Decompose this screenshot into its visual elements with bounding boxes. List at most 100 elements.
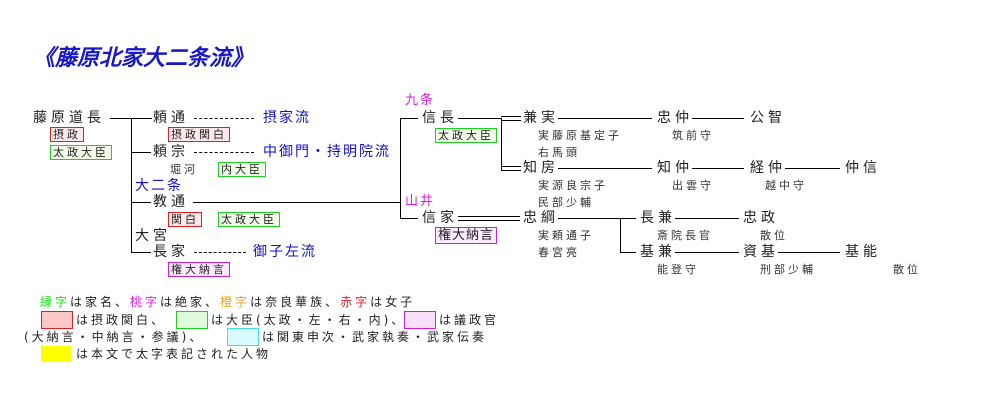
person-yorimichi: 頼通 xyxy=(153,110,189,126)
line xyxy=(558,168,652,169)
line xyxy=(131,252,151,253)
line xyxy=(458,216,520,217)
legend-orange-text: 橙字 xyxy=(220,295,251,309)
legend-text: (大納言・中納言・参議)、 xyxy=(24,330,205,344)
line xyxy=(778,252,840,253)
line xyxy=(501,116,521,117)
line xyxy=(400,218,418,219)
legend-text: は奈良華族、 xyxy=(250,295,341,309)
legend-text: は絶家、 xyxy=(160,295,221,309)
line xyxy=(131,152,151,153)
legend-swatch-minister xyxy=(176,311,208,329)
branch-label: 御子左流 xyxy=(253,244,317,260)
note: 刑部少輔 xyxy=(760,263,816,276)
note: 実源良宗子 xyxy=(538,179,608,192)
line xyxy=(501,170,521,171)
person-tadatsuna: 忠綱 xyxy=(523,210,559,226)
note: 越中守 xyxy=(765,179,807,192)
line xyxy=(193,202,401,203)
dashed-line xyxy=(194,118,254,119)
note: 散位 xyxy=(760,229,788,242)
legend-swatch-regent xyxy=(41,311,73,329)
person-nobuie: 信家 xyxy=(422,210,458,226)
person-nagakane: 長兼 xyxy=(640,210,676,226)
person-kimitomo: 公智 xyxy=(750,110,786,126)
person-nobunaga: 信長 xyxy=(422,110,458,126)
title-badge: 関白 xyxy=(168,212,202,227)
line xyxy=(400,118,418,119)
person-nagaie: 長家 xyxy=(153,244,189,260)
title-badge: 内大臣 xyxy=(218,162,266,177)
legend-swatch-liaison xyxy=(227,328,259,346)
house-label: 九条 xyxy=(405,93,436,108)
note: 実頼通子 xyxy=(538,229,594,242)
person-tadanaka: 忠仲 xyxy=(657,110,693,126)
legend-red-text: 赤字 xyxy=(340,295,371,309)
line xyxy=(458,118,501,119)
person-kanezane: 兼実 xyxy=(523,110,559,126)
note: 実藤原基定子 xyxy=(538,129,622,142)
branch-label: 摂家流 xyxy=(263,110,311,126)
person-tomofusa: 知房 xyxy=(523,160,559,176)
person-michinaga: 藤原道長 xyxy=(33,110,105,126)
branch-label: 中御門・持明院流 xyxy=(263,144,391,160)
legend-text: は女子 xyxy=(370,295,416,309)
title-badge: 摂政関白 xyxy=(168,127,230,142)
line xyxy=(692,118,744,119)
legend-swatch-councillor xyxy=(404,311,436,329)
line xyxy=(501,120,521,121)
house-label: 大二条 xyxy=(135,178,183,194)
line xyxy=(620,252,636,253)
line xyxy=(458,220,520,221)
legend-text: は本文で太字表記された人物 xyxy=(76,347,272,361)
title-badge: 太政大臣 xyxy=(50,145,112,160)
line xyxy=(675,252,739,253)
line xyxy=(501,118,502,170)
person-sukemoto: 資基 xyxy=(743,244,779,260)
line xyxy=(785,168,840,169)
legend-line-1: 緑字は家名、桃字は絶家、橙字は奈良華族、赤字は女子 xyxy=(40,296,415,308)
line xyxy=(675,218,739,219)
person-motokane: 基兼 xyxy=(640,244,676,260)
title-badge: 権大納言 xyxy=(168,262,230,277)
line xyxy=(501,166,521,167)
legend-swatch-bold xyxy=(41,346,71,362)
line xyxy=(692,168,744,169)
line xyxy=(131,202,151,203)
legend-text: は大臣(太政・左・右・内)、 xyxy=(211,313,407,327)
house-label: 山井 xyxy=(405,194,436,209)
legend-text: は摂政関白、 xyxy=(76,313,167,327)
note: 筑前守 xyxy=(672,129,714,142)
line xyxy=(558,118,652,119)
note: 散位 xyxy=(893,263,921,276)
person-tomonaka: 知仲 xyxy=(657,160,693,176)
person-motoyoshi: 基能 xyxy=(845,244,881,260)
dashed-line xyxy=(194,152,254,153)
legend-green-text: 緑字 xyxy=(40,295,71,309)
title-badge: 権大納言 xyxy=(435,227,498,244)
title-badge: 摂政 xyxy=(50,127,84,142)
legend-text: は家名、 xyxy=(70,295,131,309)
person-tsunenaka: 経仲 xyxy=(750,160,786,176)
legend-pink-text: 桃字 xyxy=(130,295,161,309)
line xyxy=(558,218,636,219)
title-badge: 太政大臣 xyxy=(435,128,497,143)
house-label: 大宮 xyxy=(135,228,171,244)
page-title: 《藤原北家大二条流》 xyxy=(33,46,254,71)
note: 民部少輔 xyxy=(538,196,594,209)
note: 右馬頭 xyxy=(538,146,580,159)
person-nakanobu: 仲信 xyxy=(845,160,881,176)
line xyxy=(131,118,132,253)
dashed-line xyxy=(194,252,246,253)
line xyxy=(620,218,621,253)
note: 出雲守 xyxy=(672,179,714,192)
person-norimichi: 教通 xyxy=(153,194,189,210)
person-tadamasa: 忠政 xyxy=(743,210,779,226)
line xyxy=(400,118,401,219)
note: 春宮亮 xyxy=(538,246,580,259)
legend-text: は関東申次・武家執奏・武家伝奏 xyxy=(262,330,488,344)
title-badge: 太政大臣 xyxy=(218,212,280,227)
note: 能登守 xyxy=(657,263,699,276)
person-yorimune: 頼宗 xyxy=(153,144,189,160)
